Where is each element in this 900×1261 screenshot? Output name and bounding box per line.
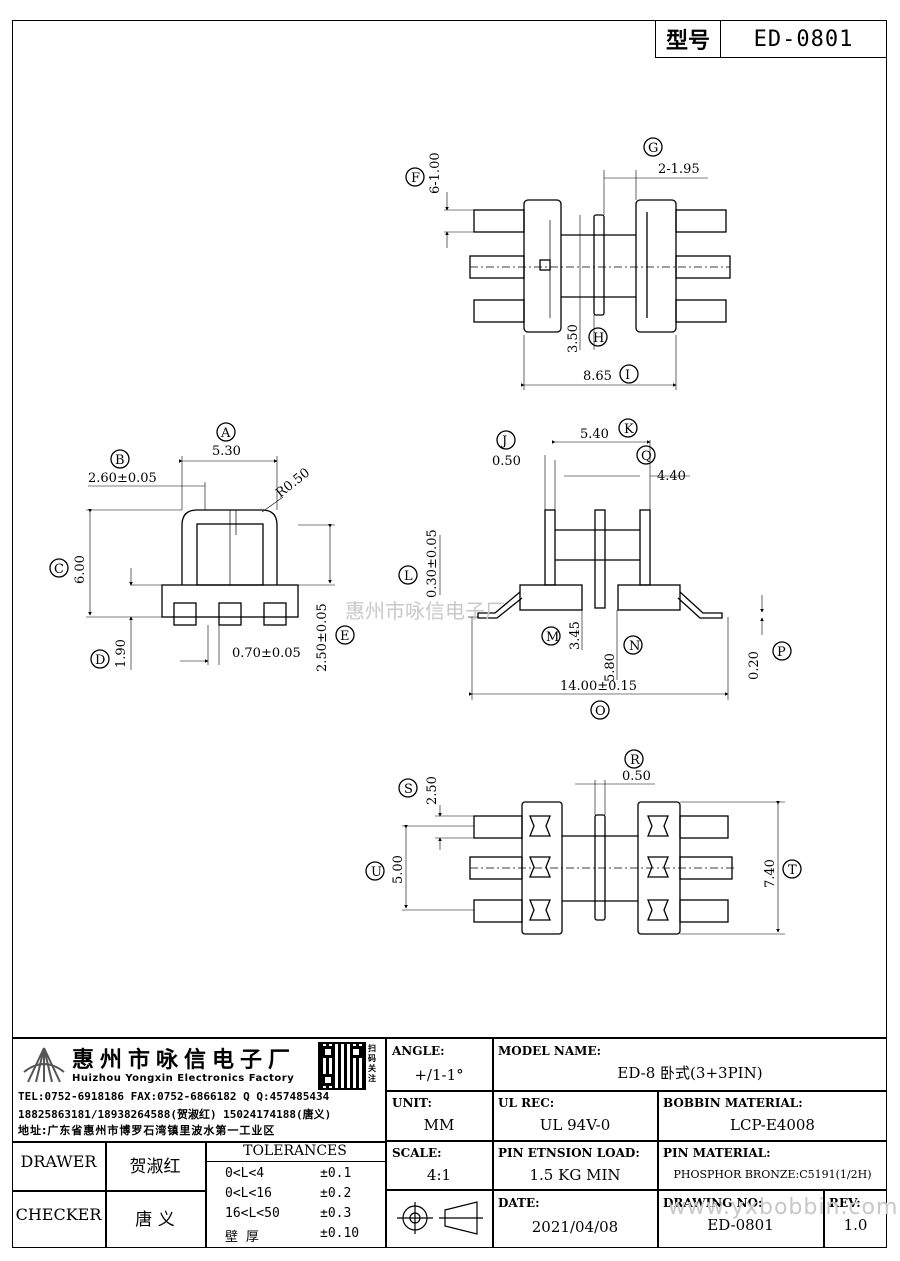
company-logo-icon xyxy=(23,1047,65,1083)
dim-D: 1.90 xyxy=(114,639,129,668)
projection-symbol-icon xyxy=(397,1201,483,1235)
model-name-value: ED-8 卧式(3+3PIN) xyxy=(617,1064,763,1082)
drawing-frame xyxy=(12,20,887,1248)
date-label: DATE: xyxy=(498,1196,540,1210)
tolerance-row: 0<L<16±0.2 xyxy=(225,1186,352,1201)
label-F: F xyxy=(411,171,420,186)
ul-rec-label: UL REC: xyxy=(498,1096,555,1110)
top-view xyxy=(405,137,731,390)
model-name-label: MODEL NAME: xyxy=(498,1044,602,1058)
qr-side-text: 扫码关注 xyxy=(368,1044,376,1083)
label-N: N xyxy=(629,639,640,654)
label-B: B xyxy=(115,453,125,468)
side-view xyxy=(398,418,792,720)
pin-material-value: PHOSPHOR BRONZE:C5191(1/2H) xyxy=(673,1168,872,1181)
tolerances-label: TOLERANCES xyxy=(243,1143,347,1159)
tolerance-row: 16<L<50±0.3 xyxy=(225,1206,352,1221)
drawing-no-value: ED-0801 xyxy=(707,1216,774,1234)
label-T: T xyxy=(788,863,797,878)
scale-label: SCALE: xyxy=(392,1146,442,1160)
dim-R: 0.50 xyxy=(622,769,651,784)
label-M: M xyxy=(546,630,559,645)
dim-K: 5.40 xyxy=(580,427,609,442)
model-number-box: 型号 ED-0801 xyxy=(655,20,887,58)
bobbin-material-label: BOBBIN MATERIAL: xyxy=(663,1096,803,1110)
dim-U: 5.00 xyxy=(391,855,406,884)
ul-rec-value: UL 94V-0 xyxy=(539,1116,611,1134)
drawer-value: 贺淑红 xyxy=(129,1157,181,1177)
bobbin-material-value: LCP-E4008 xyxy=(730,1116,815,1134)
dim-I: 8.65 xyxy=(583,369,612,384)
dim-H: 3.50 xyxy=(566,324,581,353)
company-name-en: Huizhou Yongxin Electronics Factory xyxy=(72,1073,295,1084)
label-E: E xyxy=(340,629,350,644)
dim-N: 5.80 xyxy=(603,653,618,682)
checker-label: CHECKER xyxy=(15,1205,102,1224)
label-S: S xyxy=(404,782,413,797)
label-A: A xyxy=(220,426,231,441)
scale-value: 4:1 xyxy=(426,1166,452,1184)
dim-F: 6-1.00 xyxy=(428,152,443,194)
dim-B: 2.60±0.05 xyxy=(88,471,157,486)
pin-material-label: PIN MATERIAL: xyxy=(663,1146,771,1160)
tolerance-row: 壁 厚±0.10 xyxy=(225,1226,360,1245)
label-J: J xyxy=(500,434,507,449)
dim-A: 5.30 xyxy=(212,444,241,459)
pin-load-value: 1.5 KG MIN xyxy=(529,1166,621,1184)
label-P: P xyxy=(777,645,786,660)
unit-label: UNIT: xyxy=(392,1096,432,1110)
tolerances-table: 0<L<4±0.1 0<L<16±0.2 16<L<50±0.3 壁 厚±0.1… xyxy=(225,1166,385,1246)
drawing-no-label: DRAWING NO: xyxy=(663,1196,763,1210)
label-H: H xyxy=(593,331,604,346)
contact-line-2: 18825863181/18938264588(贺淑红) 15024174188… xyxy=(18,1108,332,1121)
label-D: D xyxy=(95,653,105,668)
dim-T: 7.40 xyxy=(763,859,778,888)
label-L: L xyxy=(404,569,413,584)
rev-label: REV: xyxy=(829,1196,861,1210)
angle-value: +/1-1° xyxy=(414,1066,464,1084)
label-U: U xyxy=(371,865,382,880)
label-Q: Q xyxy=(641,449,652,464)
unit-value: MM xyxy=(423,1116,455,1134)
technical-drawing: F G H I 6-1.00 2-1.95 3.50 8.65 A B C D … xyxy=(49,137,802,935)
rev-value: 1.0 xyxy=(843,1216,868,1234)
tolerance-row: 0<L<4±0.1 xyxy=(225,1166,352,1181)
dim-M: 3.45 xyxy=(568,621,583,650)
contact-line-1: TEL:0752-6918186 FAX:0752-6866182 Q Q:45… xyxy=(18,1090,330,1103)
dim-S: 2.50 xyxy=(425,776,440,805)
date-value: 2021/04/08 xyxy=(531,1218,619,1236)
label-R: R xyxy=(630,753,641,768)
address: 地址:广东省惠州市博罗石湾镇里波水第一工业区 xyxy=(18,1124,276,1137)
dim-G: 2-1.95 xyxy=(658,162,700,177)
dim-L: 0.30±0.05 xyxy=(425,529,440,598)
dim-C: 6.00 xyxy=(73,555,88,584)
model-value: ED-0801 xyxy=(753,26,854,52)
company-name-cn: 惠州市咏信电子厂 xyxy=(72,1048,297,1073)
watermark-url: www.yxbobbin.com xyxy=(668,1195,899,1220)
dim-radius: R0.50 xyxy=(273,465,313,501)
dim-pin: 0.70±0.05 xyxy=(232,646,301,661)
angle-label: ANGLE: xyxy=(392,1044,445,1058)
label-C: C xyxy=(54,562,64,577)
label-I: I xyxy=(625,368,630,383)
dim-J: 0.50 xyxy=(492,454,521,469)
label-O: O xyxy=(595,704,606,719)
model-label: 型号 xyxy=(656,21,721,57)
dim-P: 0.20 xyxy=(747,651,762,680)
label-G: G xyxy=(648,141,658,156)
label-K: K xyxy=(624,422,634,437)
qr-code-icon xyxy=(318,1042,366,1090)
drawer-label: DRAWER xyxy=(20,1152,97,1171)
checker-value: 唐 义 xyxy=(135,1210,175,1230)
dim-Q: 4.40 xyxy=(657,469,686,484)
pin-load-label: PIN ETNSION LOAD: xyxy=(498,1146,640,1160)
watermark-company: 惠州市咏信电子厂 xyxy=(345,599,505,623)
front-view xyxy=(49,422,355,670)
dim-O: 14.00±0.15 xyxy=(560,679,637,694)
bottom-view xyxy=(365,749,802,935)
dim-E: 2.50±0.05 xyxy=(315,603,330,672)
